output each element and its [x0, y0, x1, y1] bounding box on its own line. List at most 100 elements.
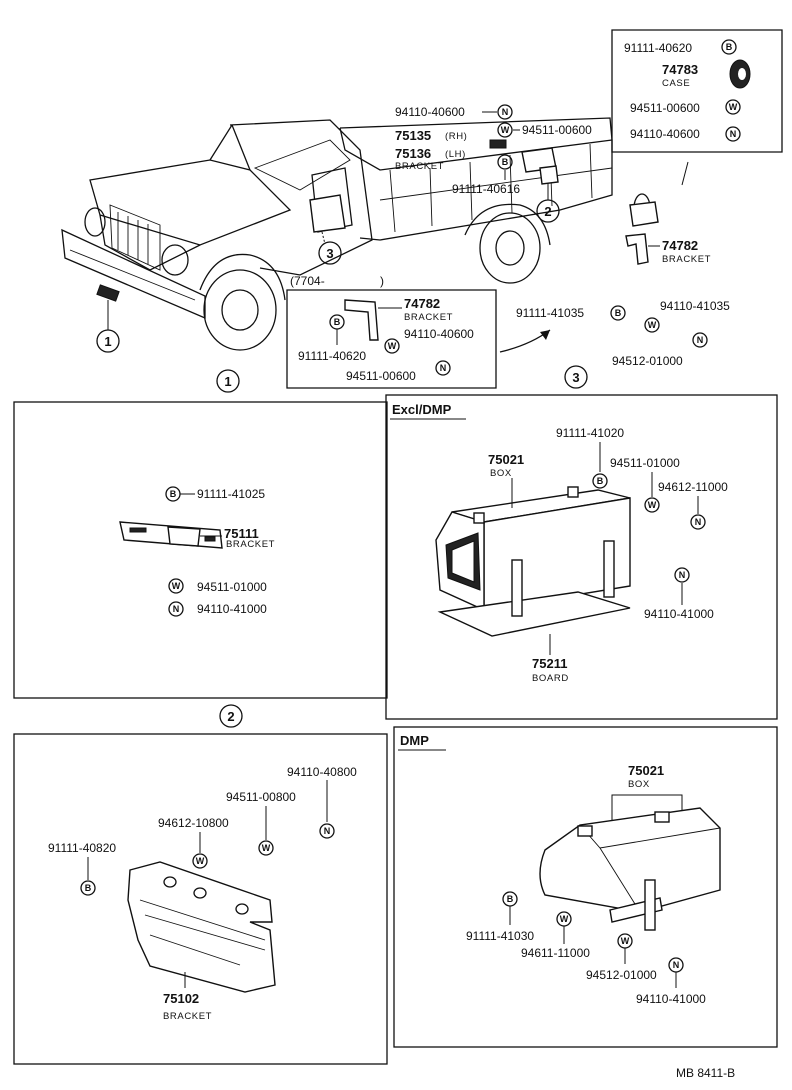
truck-illustration	[61, 117, 613, 351]
bolt-symbol: B	[170, 489, 177, 499]
panel2-washer2-number: 94612-10800	[158, 816, 229, 830]
excl-box-label: BOX	[490, 468, 512, 479]
inset-frame	[286, 289, 497, 389]
washer-symbol: W	[560, 914, 569, 924]
callout-circle-1	[96, 329, 120, 353]
upper-fasteners: 94110-40600 N W 94511-00600 75135 (RH) 7…	[395, 104, 592, 196]
panel-2: 94110-40800 N 94511-00800 W 94612-10800 …	[13, 733, 388, 1065]
dmp-washer1-number: 94611-11000	[521, 946, 590, 960]
case-nut-number: 94110-40600	[630, 127, 700, 141]
panel1-nut-number: 94110-41000	[197, 602, 267, 616]
nut-symbol: N	[673, 960, 680, 970]
washer-symbol: W	[729, 102, 738, 112]
bolt-symbol: B	[507, 894, 514, 904]
bracket-rh-part: 75135	[395, 128, 431, 143]
panel-1: B 91111-41025 75111 BRACKET W 94511-0100…	[13, 401, 388, 699]
washer-symbol: W	[262, 843, 271, 853]
excl-board-part: 75211	[532, 656, 567, 671]
panel2-bolt-number: 91111-40820	[48, 841, 116, 855]
truck-callouts: 1 2 3	[96, 183, 560, 353]
panel1-bolt-number: 91111-41025	[197, 487, 265, 501]
dmp-nut-number: 94110-41000	[636, 992, 706, 1006]
panel1-part-number: 75111	[224, 526, 259, 541]
washer-symbol: W	[172, 581, 181, 591]
group3-washer-number: 94512-01000	[612, 354, 683, 368]
excl-washer1-number: 94511-01000	[610, 456, 680, 470]
inset-part-label: BRACKET	[404, 312, 453, 323]
section-3-callout: 3	[572, 370, 579, 385]
dmp-washer2-number: 94512-01000	[586, 968, 657, 982]
nut-symbol: N	[679, 570, 686, 580]
panel-excl-frame	[385, 394, 778, 720]
inset-nut-number: 94110-40600	[404, 327, 474, 341]
case-group: 91111-40620 B 74783 CASE 94511-00600 W 9…	[611, 29, 783, 186]
excl-box-part: 75021	[488, 452, 524, 467]
inset-washer-number: 94511-00600	[346, 369, 416, 383]
nut-symbol: N	[440, 363, 447, 373]
panel1-part-label: BRACKET	[226, 539, 275, 550]
panel2-part-label: BRACKET	[163, 1011, 212, 1022]
section-1-callout: 1	[224, 374, 231, 389]
washer-symbol: W	[648, 320, 657, 330]
callout-1: 1	[104, 334, 111, 349]
excl-washer2-number: 94612-11000	[658, 480, 728, 494]
inset-part-number: 74782	[404, 296, 440, 311]
model-code-suffix: )	[380, 274, 384, 288]
washer-symbol: W	[648, 500, 657, 510]
bracket-rh-side: (RH)	[445, 131, 467, 142]
washer-symbol: W	[388, 341, 397, 351]
nut-symbol: N	[697, 335, 704, 345]
excl-nut-number: 94110-41000	[644, 607, 714, 621]
group3-nut-number: 94110-41035	[660, 299, 730, 313]
case-group-frame	[611, 29, 783, 153]
upper-washer-number: 94511-00600	[522, 123, 592, 137]
bolt-symbol: B	[726, 42, 733, 52]
excl-bolt-number: 91111-41020	[556, 426, 624, 440]
upper-nut-number: 94110-40600	[395, 105, 465, 119]
panel2-washer1-number: 94511-00800	[226, 790, 296, 804]
model-code-prefix: (7704-	[290, 274, 325, 288]
bracket-label: BRACKET	[395, 161, 444, 172]
bracket-lh-side: (LH)	[445, 149, 466, 160]
case-label: CASE	[662, 78, 690, 89]
panel-dmp-title: DMP	[400, 733, 429, 748]
nut-symbol: N	[695, 517, 702, 527]
bolt-symbol: B	[502, 157, 509, 167]
panel2-part-number: 75102	[163, 991, 199, 1006]
bracket-74782-right: 74782 BRACKET	[625, 193, 710, 265]
bolt-symbol: B	[85, 883, 92, 893]
nut-symbol: N	[324, 826, 331, 836]
washer-symbol: W	[501, 125, 510, 135]
panel-excl-dmp: Excl/DMP 75021 BOX 91111-41020 B 94511-0…	[385, 394, 778, 720]
panel2-bracket-shape	[127, 861, 276, 993]
excl-board-shape	[437, 591, 631, 637]
excl-board-label: BOARD	[532, 673, 569, 684]
washer-symbol: W	[621, 936, 630, 946]
case-bolt-number: 91111-40620	[624, 41, 692, 55]
callout-circle-3	[318, 241, 342, 265]
case-part-number: 74783	[662, 62, 698, 77]
nut-symbol: N	[173, 604, 180, 614]
callout-3: 3	[326, 246, 333, 261]
panel-dmp: DMP 75021 BOX B 91111-41030 W 94611-1100…	[393, 726, 778, 1048]
panel2-nut-number: 94110-40800	[287, 765, 357, 779]
callout-2: 2	[544, 204, 551, 219]
inset-bracket-box: 74782 BRACKET B 91111-40620 W 94110-4060…	[286, 289, 497, 389]
section-2-callout: 2	[227, 709, 234, 724]
bolt-symbol: B	[334, 317, 341, 327]
group3-bolt-number: 91111-41035	[516, 306, 584, 320]
panel-excl-title: Excl/DMP	[392, 402, 452, 417]
footer-code: MB 8411-B	[676, 1066, 735, 1080]
upper-bolt-number: 91111-40616	[452, 182, 520, 196]
dmp-bolt-number: 91111-41030	[466, 929, 534, 943]
group3-fasteners: 91111-41035 B 94110-41035 W N 94512-0100…	[516, 299, 730, 368]
dmp-box-label: BOX	[628, 779, 650, 790]
panel-dmp-frame	[393, 726, 778, 1048]
nut-symbol: N	[730, 129, 737, 139]
dmp-box-part: 75021	[628, 763, 664, 778]
washer-symbol: W	[196, 856, 205, 866]
panel-1-frame	[13, 401, 388, 699]
inset-bolt-number: 91111-40620	[298, 349, 366, 363]
